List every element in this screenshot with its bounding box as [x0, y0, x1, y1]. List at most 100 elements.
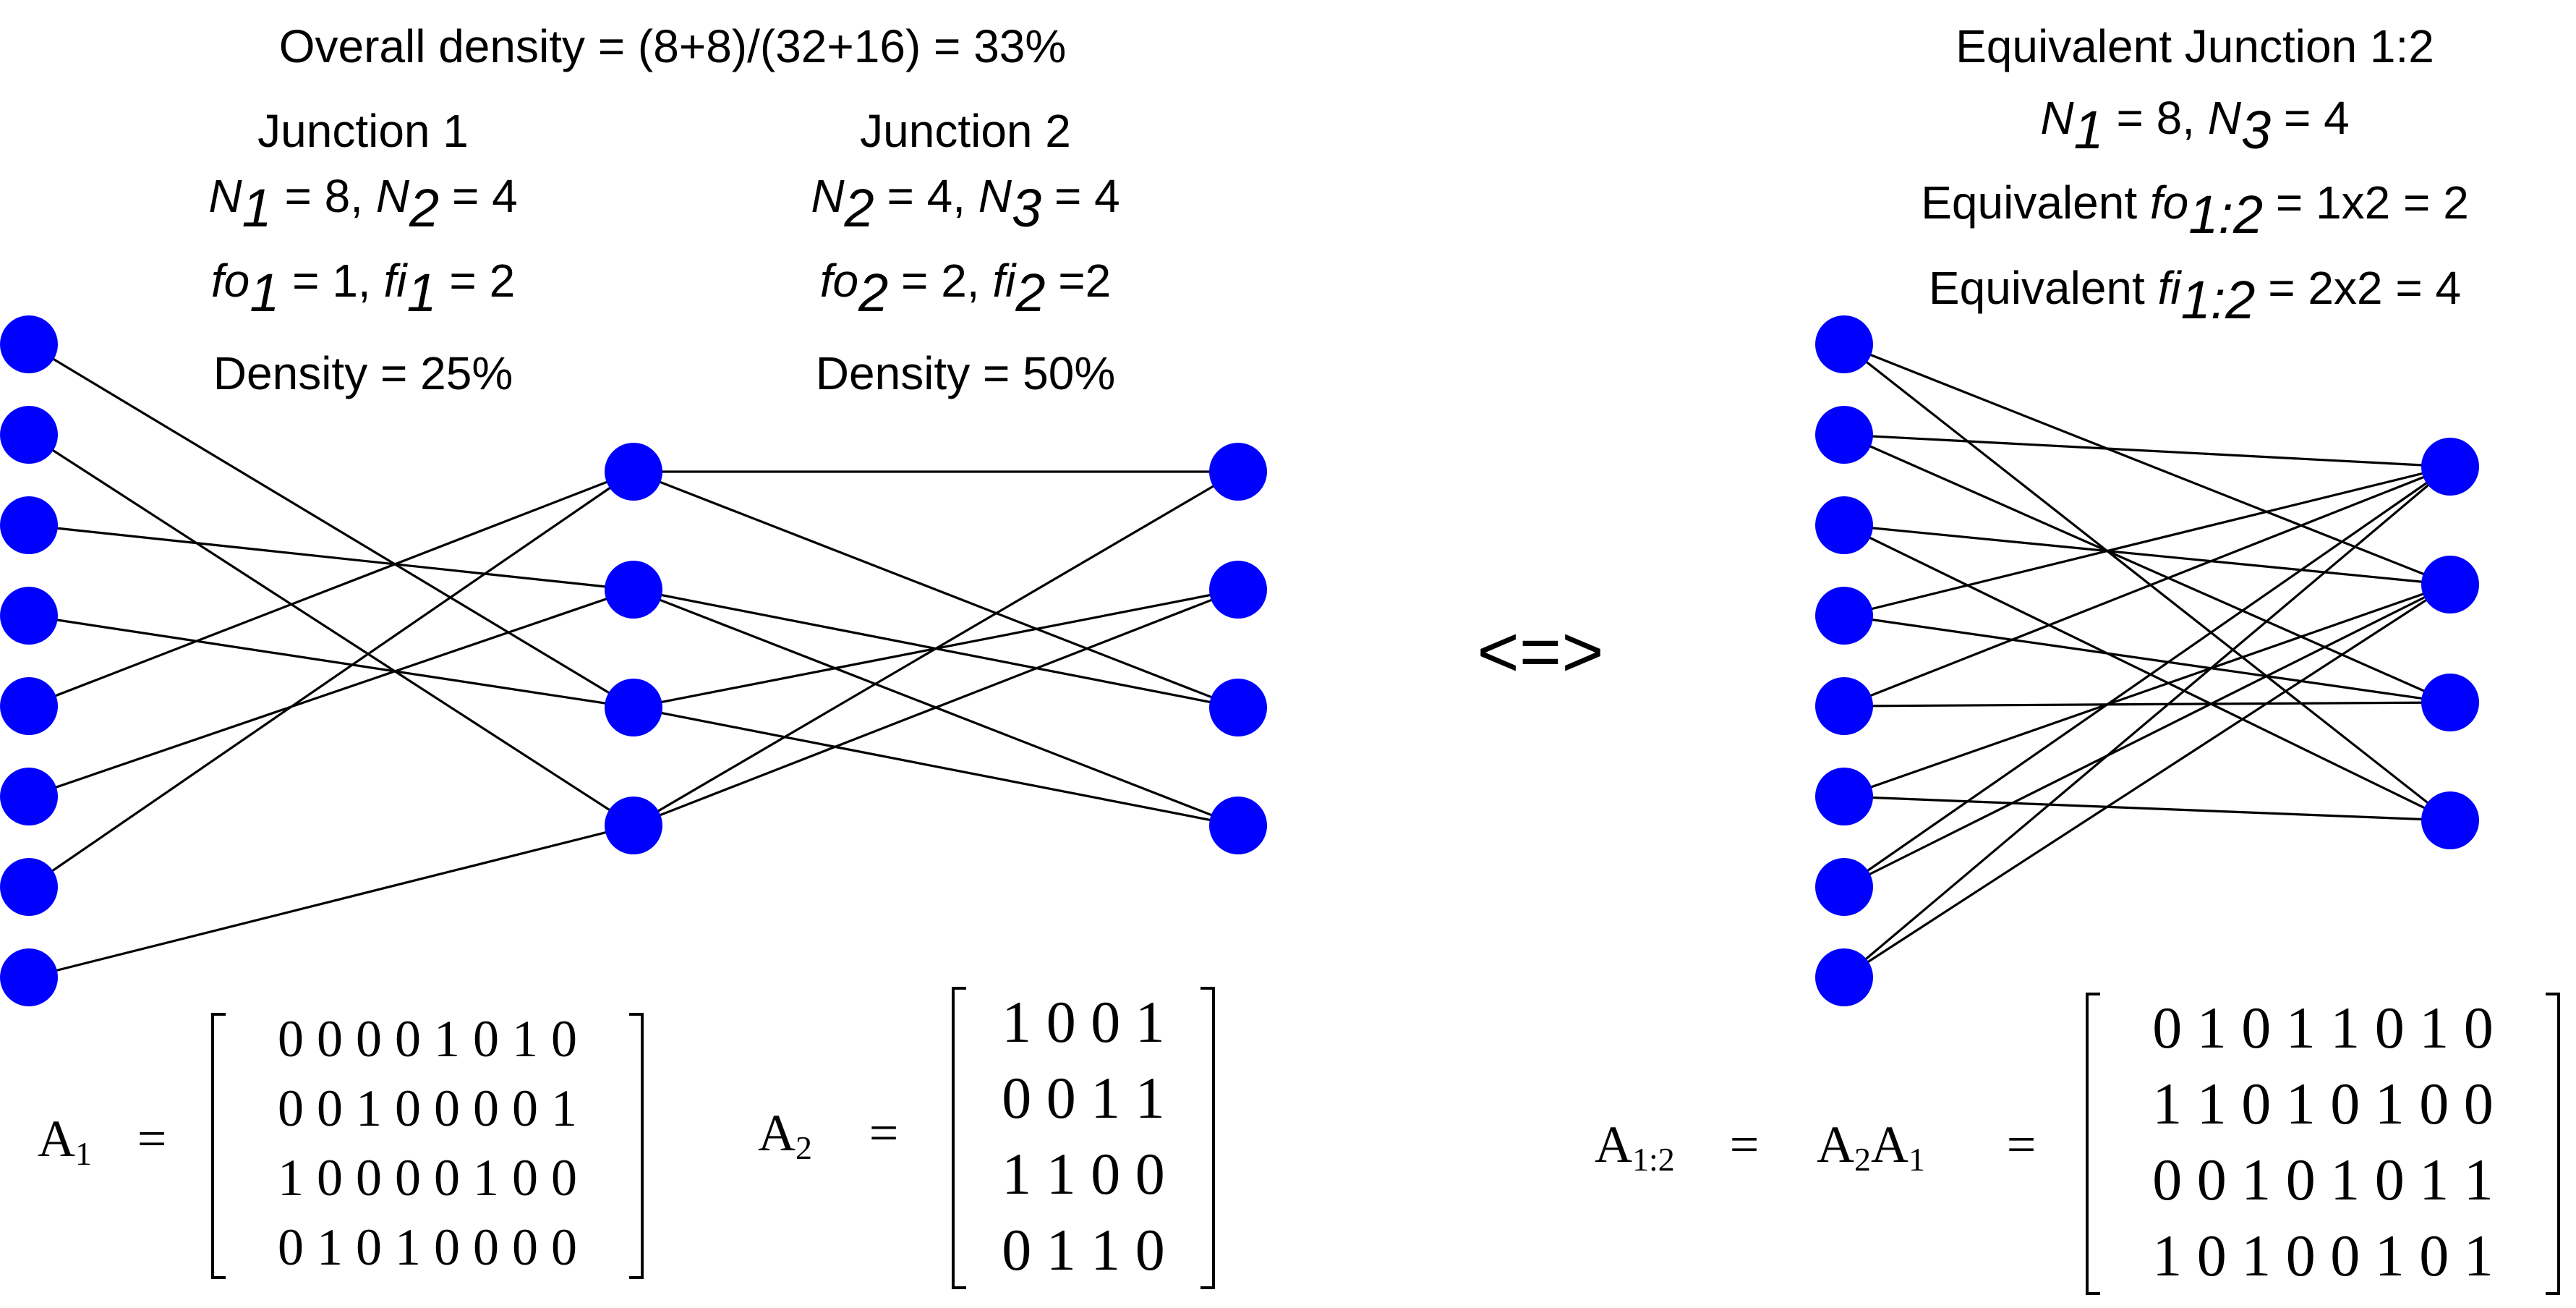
- junction2-info: Junction 2 N2 = 4, N3 = 4 fo2 = 2, fi2 =…: [811, 105, 1119, 399]
- matrix-a1-label-symbol: A: [38, 1110, 75, 1168]
- junction1-density: Density = 25%: [213, 347, 513, 399]
- matrix-a12-equals-2: =: [2007, 1116, 2037, 1173]
- edge: [1843, 583, 2451, 979]
- matrix-a1-label: A1: [38, 1110, 92, 1172]
- matrix-a12-right-bracket: [2546, 993, 2560, 1295]
- edge: [1843, 343, 2451, 822]
- node: [0, 677, 58, 735]
- matrix-a12-row: 0 0 1 0 1 0 1 1: [2152, 1147, 2494, 1213]
- junction1-n2-subscript: 2: [409, 178, 439, 238]
- equivalent-fi-value: = 2x2 = 4: [2255, 262, 2461, 314]
- edge: [1843, 614, 2451, 704]
- edge: [633, 706, 1239, 827]
- junction1-fo-value: = 1,: [279, 255, 383, 307]
- junction-layer2-nodes: [605, 443, 662, 854]
- node: [0, 587, 58, 645]
- node: [605, 797, 662, 854]
- junction2-fi-symbol: fi: [992, 255, 1017, 307]
- node: [1815, 768, 1873, 825]
- equivalent-fo-value: = 1x2 = 2: [2263, 177, 2469, 229]
- matrix-a1-left-bracket: [211, 1013, 226, 1279]
- matrix-a12-row: 1 1 0 1 0 1 0 0: [2152, 1071, 2494, 1137]
- edge: [1843, 524, 2451, 822]
- edge: [1843, 583, 2451, 798]
- junction1-fo-subscript: 1: [250, 263, 279, 323]
- node: [2421, 674, 2479, 731]
- matrix-a12-row: 1 0 1 0 0 1 0 1: [2152, 1223, 2494, 1288]
- node: [605, 561, 662, 619]
- equivalent-n1-subscript: 1: [2074, 100, 2104, 160]
- equivalent-title: Equivalent Junction 1:2: [1956, 20, 2434, 72]
- node: [0, 858, 58, 916]
- junction2-fo-subscript: 2: [858, 263, 888, 323]
- equivalent-fi-symbol: fi: [2158, 262, 2183, 314]
- junction2-title: Junction 2: [860, 105, 1071, 157]
- matrix-a1: A1 = 0 0 0 0 1 0 1 0 0 0 1 0 0 0 0 1 1 0…: [38, 1010, 644, 1279]
- equivalent-n3-subscript: 3: [2241, 100, 2271, 160]
- edge: [1843, 343, 2451, 586]
- node: [1815, 858, 1873, 916]
- edge: [28, 343, 634, 709]
- junction1-n1-value: = 8,: [272, 170, 376, 222]
- node: [0, 496, 58, 554]
- edge: [28, 524, 634, 591]
- junction2-edges: [633, 470, 1239, 827]
- node: [1815, 948, 1873, 1006]
- matrix-a12-product-a-subscript: 2: [1854, 1141, 1871, 1178]
- junction-layer1-nodes: [0, 315, 58, 1006]
- junction1-info: Junction 1 N1 = 8, N2 = 4 fo1 = 1, fi1 =…: [208, 105, 517, 399]
- node: [1209, 443, 1267, 501]
- matrix-a2-row: 1 1 0 0: [1002, 1141, 1165, 1207]
- junction1-edges: [28, 343, 634, 979]
- edge: [633, 470, 1239, 827]
- node: [1815, 587, 1873, 645]
- equivalent-fi-prefix: Equivalent: [1929, 262, 2158, 314]
- node: [0, 768, 58, 825]
- matrix-a12-product-b-subscript: 1: [1908, 1141, 1925, 1178]
- junction1-n2-symbol: N: [376, 170, 410, 222]
- matrix-a12-left-bracket: [2086, 993, 2100, 1295]
- equivalent-fo-prefix: Equivalent: [1921, 177, 2150, 229]
- matrix-a1-equals: =: [137, 1110, 167, 1168]
- node: [1815, 406, 1873, 464]
- edge: [1843, 433, 2451, 704]
- node: [1815, 315, 1873, 373]
- node: [605, 443, 662, 501]
- edge: [28, 433, 634, 827]
- junction1-title: Junction 1: [257, 105, 469, 157]
- equivalent-fi-subscript: 1:2: [2181, 270, 2256, 330]
- matrix-a12-label: A1:2: [1595, 1116, 1675, 1178]
- junction2-n2-symbol: N: [811, 170, 845, 222]
- matrix-a2-row: 1 0 0 1: [1002, 989, 1165, 1055]
- junction2-n3-value: = 4: [1041, 170, 1120, 222]
- junction2-sizes: N2 = 4, N3 = 4: [811, 170, 1119, 238]
- junction2-n3-symbol: N: [978, 170, 1012, 222]
- matrix-a2-label-symbol: A: [758, 1104, 796, 1162]
- matrix-a2-row: 0 0 1 1: [1002, 1065, 1165, 1131]
- matrix-a1-right-bracket: [629, 1013, 644, 1279]
- equivalent-n1-symbol: N: [2040, 92, 2074, 144]
- node: [605, 679, 662, 736]
- edge: [28, 824, 634, 979]
- junction1-sizes: N1 = 8, N2 = 4: [208, 170, 517, 238]
- matrix-a2: A2 = 1 0 0 1 0 0 1 1 1 1 0 0 0 1 1 0: [758, 987, 1215, 1289]
- junction2-fi-value: =2: [1046, 255, 1112, 307]
- junction1-fi-symbol: fi: [383, 255, 408, 307]
- junction2-n3-subscript: 3: [1012, 178, 1041, 238]
- matrix-a1-label-subscript: 1: [75, 1135, 92, 1172]
- junction1-fi-value: = 2: [437, 255, 516, 307]
- junction-layer3-nodes: [1209, 443, 1267, 854]
- matrix-a12-row: 0 1 0 1 1 0 1 0: [2152, 995, 2494, 1061]
- equivalent-edges: [1843, 343, 2452, 979]
- matrix-a2-row: 0 1 1 0: [1002, 1217, 1165, 1283]
- junction1-n1-subscript: 1: [242, 178, 272, 238]
- edge: [1843, 701, 2451, 708]
- node: [2421, 438, 2479, 496]
- matrix-a12-equals: =: [1730, 1116, 1760, 1173]
- matrix-a12-product-b: A: [1871, 1116, 1908, 1173]
- node: [1209, 797, 1267, 854]
- equivalent-fanin: Equivalent fi1:2 = 2x2 = 4: [1929, 262, 2461, 330]
- matrix-a1-row: 0 0 1 0 0 0 0 1: [278, 1079, 577, 1137]
- junction2-fan: fo2 = 2, fi2 =2: [820, 255, 1112, 323]
